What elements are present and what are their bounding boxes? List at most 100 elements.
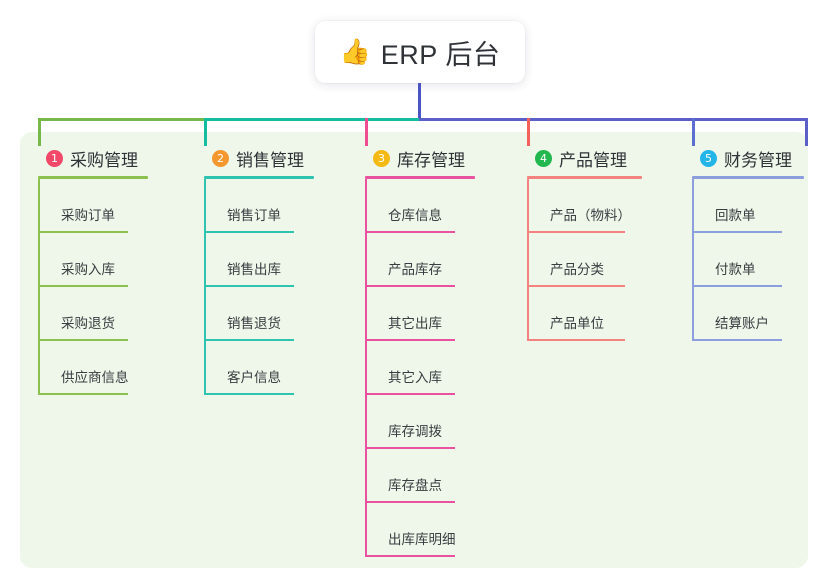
branch-spine-3 [365, 179, 367, 557]
leaf-node[interactable]: 产品（物料） [527, 179, 642, 233]
leaf-node-label: 采购入库 [61, 262, 115, 277]
branch-header-4[interactable]: 4 产品管理 [527, 145, 642, 171]
diagram-panel [20, 132, 808, 568]
branch-header-3[interactable]: 3 库存管理 [365, 145, 475, 171]
leaf-node-label: 销售订单 [227, 208, 281, 223]
connector-drop-4 [527, 118, 530, 146]
leaf-node-underline [38, 285, 128, 287]
leaf-node-label: 采购退货 [61, 316, 115, 331]
branch-column-3: 3 库存管理仓库信息产品库存其它出库其它入库库存调拨库存盘点出库库明细 [365, 145, 475, 557]
leaf-node-label: 回款单 [715, 208, 756, 223]
leaf-node[interactable]: 采购入库 [38, 233, 148, 287]
leaf-node-underline [692, 231, 782, 233]
leaf-node-label: 产品分类 [550, 262, 604, 277]
branch-underline-3 [365, 176, 475, 179]
connector-drop-2 [204, 118, 207, 146]
leaf-node[interactable]: 其它入库 [365, 341, 475, 395]
leaf-node-underline [204, 393, 294, 395]
leaf-node-label: 库存盘点 [388, 478, 442, 493]
leaf-node-label: 付款单 [715, 262, 756, 277]
leaf-node-underline [204, 339, 294, 341]
leaf-node-underline [527, 339, 625, 341]
branch-underline-2 [204, 176, 314, 179]
leaf-node-underline [692, 339, 782, 341]
connector-bar-right [419, 118, 808, 121]
leaf-node[interactable]: 销售退货 [204, 287, 314, 341]
leaf-node[interactable]: 出库库明细 [365, 503, 475, 557]
leaf-node[interactable]: 付款单 [692, 233, 804, 287]
leaf-node[interactable]: 其它出库 [365, 287, 475, 341]
connector-bar-mid [205, 118, 419, 121]
leaf-node-label: 销售退货 [227, 316, 281, 331]
branch-items-3: 仓库信息产品库存其它出库其它入库库存调拨库存盘点出库库明细 [365, 179, 475, 557]
branch-title-5: 财务管理 [724, 150, 792, 170]
branch-underline-5 [692, 176, 804, 179]
leaf-node[interactable]: 供应商信息 [38, 341, 148, 395]
branch-items-4: 产品（物料） 产品分类产品单位 [527, 179, 642, 341]
leaf-node[interactable]: 客户信息 [204, 341, 314, 395]
branch-spine-2 [204, 179, 206, 395]
leaf-node[interactable]: 销售出库 [204, 233, 314, 287]
branch-items-1: 采购订单采购入库采购退货供应商信息 [38, 179, 148, 395]
leaf-node-underline [204, 231, 294, 233]
leaf-node[interactable]: 回款单 [692, 179, 804, 233]
leaf-node-label: 库存调拨 [388, 424, 442, 439]
branch-column-2: 2 销售管理销售订单销售出库销售退货客户信息 [204, 145, 314, 395]
leaf-node-underline [204, 285, 294, 287]
leaf-node-label: 其它出库 [388, 316, 442, 331]
leaf-node-underline [365, 555, 455, 557]
leaf-node-label: 采购订单 [61, 208, 115, 223]
leaf-node[interactable]: 库存调拨 [365, 395, 475, 449]
leaf-node-label: 产品单位 [550, 316, 604, 331]
leaf-node-underline [365, 339, 455, 341]
thumbs-up-icon: 👍 [339, 37, 371, 66]
branch-title-2: 销售管理 [236, 150, 304, 170]
leaf-node-label: 其它入库 [388, 370, 442, 385]
branch-items-2: 销售订单销售出库销售退货客户信息 [204, 179, 314, 395]
leaf-node-underline [38, 231, 128, 233]
branch-column-4: 4 产品管理产品（物料） 产品分类产品单位 [527, 145, 642, 341]
connector-drop-5 [692, 118, 695, 146]
leaf-node-underline [692, 285, 782, 287]
leaf-node[interactable]: 采购退货 [38, 287, 148, 341]
leaf-node-underline [365, 393, 455, 395]
leaf-node[interactable]: 产品单位 [527, 287, 642, 341]
leaf-node-underline [365, 285, 455, 287]
leaf-node[interactable]: 产品库存 [365, 233, 475, 287]
leaf-node-underline [365, 501, 455, 503]
leaf-node[interactable]: 库存盘点 [365, 449, 475, 503]
branch-items-5: 回款单付款单结算账户 [692, 179, 804, 341]
branch-spine-5 [692, 179, 694, 341]
branch-spine-1 [38, 179, 40, 395]
connector-drop-3 [365, 118, 368, 146]
leaf-node[interactable]: 采购订单 [38, 179, 148, 233]
branch-title-4: 产品管理 [559, 150, 627, 170]
leaf-node-label: 客户信息 [227, 370, 281, 385]
branch-header-5[interactable]: 5 财务管理 [692, 145, 804, 171]
leaf-node[interactable]: 产品分类 [527, 233, 642, 287]
leaf-node[interactable]: 仓库信息 [365, 179, 475, 233]
branch-badge-5: 5 [700, 149, 717, 167]
branch-title-3: 库存管理 [397, 150, 465, 170]
root-node-erp-backend[interactable]: 👍 ERP 后台 [315, 21, 525, 83]
leaf-node-underline [365, 231, 455, 233]
connector-elbow-right [805, 118, 808, 146]
leaf-node-underline [38, 393, 128, 395]
root-stem [418, 83, 421, 121]
leaf-node[interactable]: 销售订单 [204, 179, 314, 233]
branch-badge-2: 2 [212, 149, 229, 167]
branch-underline-4 [527, 176, 642, 179]
leaf-node-label: 产品（物料） [550, 208, 631, 223]
leaf-node[interactable]: 结算账户 [692, 287, 804, 341]
branch-badge-3: 3 [373, 149, 390, 167]
branch-underline-1 [38, 176, 148, 179]
leaf-node-label: 仓库信息 [388, 208, 442, 223]
connector-bar-left [39, 118, 205, 121]
root-node-label: ERP 后台 [380, 39, 501, 70]
branch-badge-4: 4 [535, 149, 552, 167]
leaf-node-label: 销售出库 [227, 262, 281, 277]
leaf-node-underline [527, 231, 625, 233]
branch-header-2[interactable]: 2 销售管理 [204, 145, 314, 171]
